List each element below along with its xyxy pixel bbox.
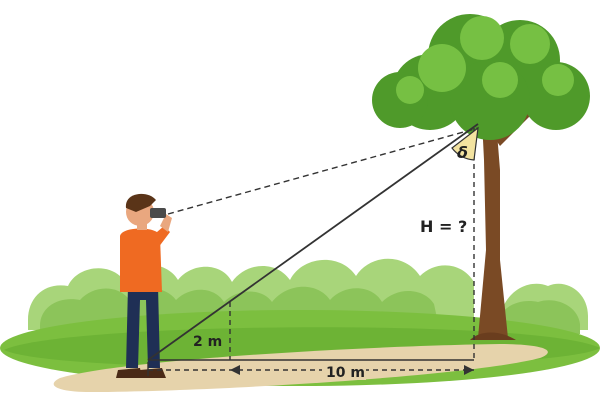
binoculars [150,208,166,218]
hypotenuse-line [147,123,479,361]
tree-trunk [478,120,508,338]
angle-label: δ [457,143,468,162]
short-distance-label: 2 m [193,334,222,350]
long-distance-label-bg [322,362,366,380]
arrowheads [230,365,474,375]
long-distance-label: 10 m [326,365,365,381]
shirt [120,228,162,292]
geometry-lines [147,123,479,376]
pants [126,286,160,368]
arrow-left [230,365,240,375]
hair [125,193,156,212]
tree [372,14,590,340]
tree-foliage [372,14,590,140]
height-question-label: H = ? [420,217,467,236]
dirt-path [53,344,548,392]
person-with-binoculars [116,193,172,378]
arrow-right [464,365,474,375]
line-of-sight [167,127,479,215]
angle-marker [451,126,479,161]
